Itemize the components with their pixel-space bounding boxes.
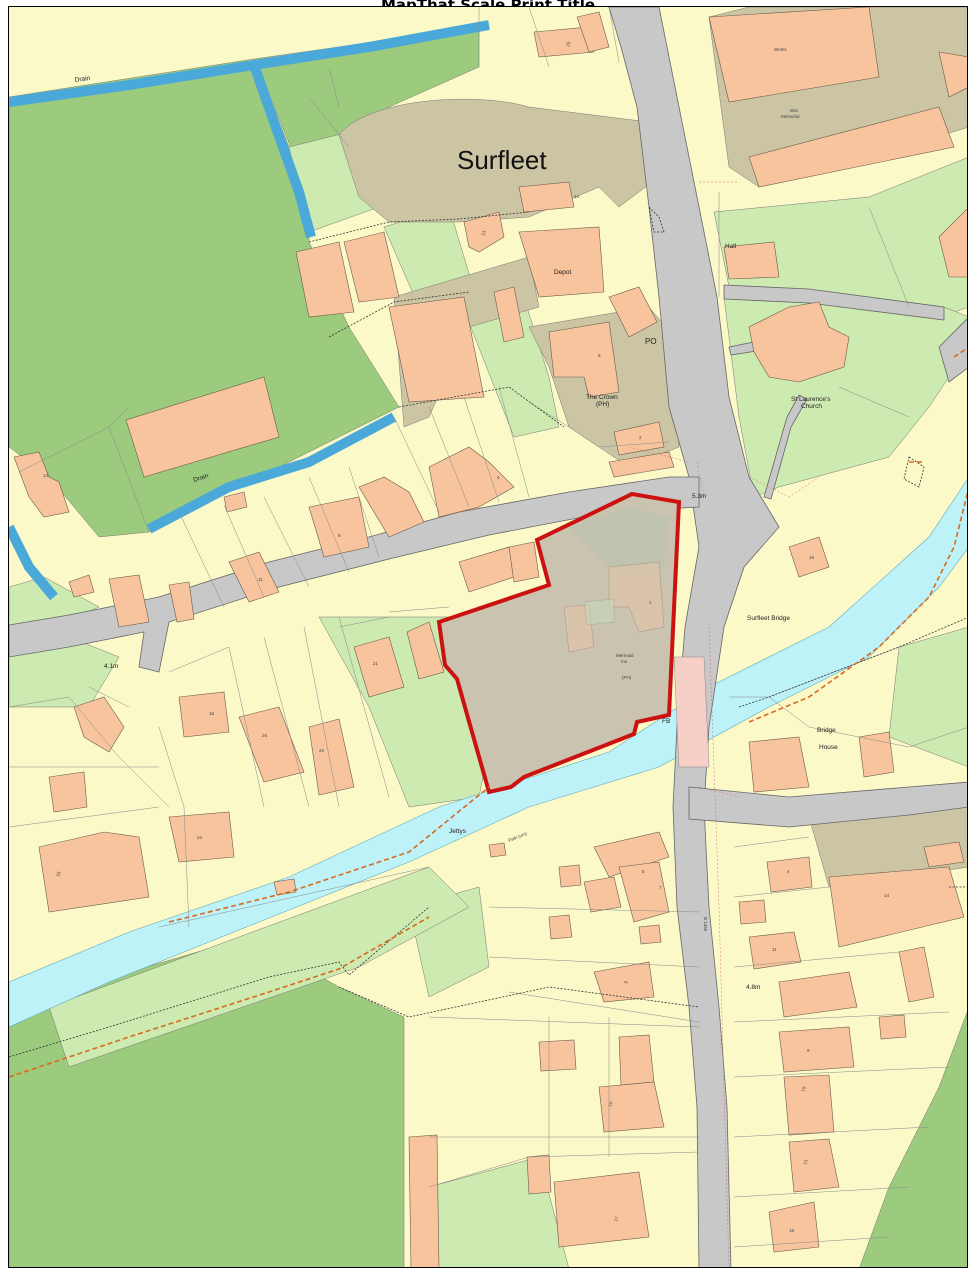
church-path <box>763 394 808 500</box>
house-number: 11 <box>258 577 263 582</box>
label-surfleet-bridge: Surfleet Bridge <box>747 615 790 622</box>
footpath-east <box>909 347 967 463</box>
buildings <box>13 7 967 1267</box>
label-jettys: Jettys <box>449 828 467 835</box>
label-drain-south: Drain <box>192 472 209 484</box>
label-works: Works <box>774 47 787 52</box>
label-site-ph: (PH) <box>622 675 632 680</box>
house-number: 4 <box>497 475 500 480</box>
house-number: 9 <box>807 1048 810 1053</box>
house-number: 11 <box>772 947 777 952</box>
label-spot-height-2: 4.1m <box>104 663 118 670</box>
label-church-line1: St Laurence's <box>791 396 831 403</box>
house-number: 14 <box>884 893 890 898</box>
house-number: 4 <box>787 869 790 874</box>
label-war-memorial-line2: Memorial <box>781 114 800 119</box>
house-number: 7 <box>659 885 662 890</box>
label-drain-north: Drain <box>74 75 91 84</box>
site-building-3 <box>583 598 615 626</box>
label-road-number: B 1356 <box>703 917 708 932</box>
label-war-memorial: War Memorial <box>781 108 800 119</box>
label-the-crown: The Crown (PH) <box>586 394 620 408</box>
drain-branch <box>249 63 316 239</box>
house-number: 16 <box>209 711 215 716</box>
house-number: 19 <box>800 1085 807 1092</box>
surfleet-bridge-deck <box>673 656 710 768</box>
house-number: 18 <box>55 870 62 877</box>
os-map[interactable]: Surfleet Drain Drain Works War Memorial … <box>9 7 968 1268</box>
house-number: 24 <box>197 835 203 840</box>
label-bridge-house-line2: House <box>819 744 838 751</box>
label-bridge-house: Bridge House <box>817 727 838 751</box>
drain-south <box>146 412 397 534</box>
map-frame[interactable]: Surfleet Drain Drain Works War Memorial … <box>8 6 968 1268</box>
house-number: 14 <box>43 473 49 478</box>
house-number: 17 <box>613 1215 620 1222</box>
label-site-name-line2: Inn <box>621 659 628 664</box>
field-south-east <box>859 1011 967 1267</box>
label-the-crown-line2: (PH) <box>596 401 609 408</box>
place-name-surfleet: Surfleet <box>457 145 547 175</box>
label-po: PO <box>645 337 657 346</box>
label-bridge-house-line1: Bridge <box>817 727 836 734</box>
drain-west <box>9 524 58 601</box>
church-lane <box>723 284 945 321</box>
house-number: 2 <box>639 435 642 440</box>
label-depot: Depot <box>554 269 572 276</box>
label-war-memorial-line1: War <box>790 108 799 113</box>
plot-boundaries <box>9 7 967 1248</box>
house-number: 9 <box>338 533 341 538</box>
house-number-labels: 20 13 14 8 2 4 9 11 21 14 22 16 26 24 18… <box>43 40 890 1233</box>
road-b1356 <box>608 7 780 1267</box>
house-number: 8 <box>623 980 629 985</box>
house-number: 26 <box>262 733 268 738</box>
house-number: 21 <box>373 661 379 666</box>
label-site-name: Mermaid Inn <box>616 653 635 664</box>
green-riverbank-south <box>48 866 470 1068</box>
footpath-east-bank <box>748 491 967 723</box>
house-number: 14 <box>574 194 580 199</box>
label-site-name-line1: Mermaid <box>616 653 634 658</box>
site-boundary[interactable] <box>436 491 682 795</box>
label-the-crown-line1: The Crown <box>586 394 618 401</box>
site-inner-green <box>569 507 669 577</box>
river-glen <box>9 479 967 1028</box>
footpath-south-bank <box>9 916 430 1078</box>
house-number: 15 <box>789 1228 795 1233</box>
house-number: 10 <box>607 1100 614 1107</box>
label-spot-height-1: 5.3m <box>692 493 706 500</box>
label-spot-height-3: 4.8m <box>746 984 760 991</box>
house-number: 20 <box>565 40 572 47</box>
label-church-line2: Church <box>801 403 822 410</box>
house-number: 22 <box>319 748 325 753</box>
road-east-north <box>938 318 967 383</box>
house-number: 13 <box>802 1158 809 1165</box>
label-hall: Hall <box>725 243 737 250</box>
label-church: St Laurence's Church <box>791 396 832 410</box>
green-area-8 <box>888 627 967 767</box>
label-fb: FB <box>662 718 670 725</box>
road-east-south <box>688 781 967 828</box>
footpath-north-bank <box>168 786 490 923</box>
house-number: 5 <box>642 869 645 874</box>
house-number: 19 <box>809 555 815 560</box>
dashed-boundaries <box>9 205 967 1058</box>
house-number: 13 <box>480 229 487 236</box>
house-number: 8 <box>598 353 601 358</box>
junction-boundaries <box>628 181 820 1267</box>
house-number: 1 <box>649 600 652 605</box>
